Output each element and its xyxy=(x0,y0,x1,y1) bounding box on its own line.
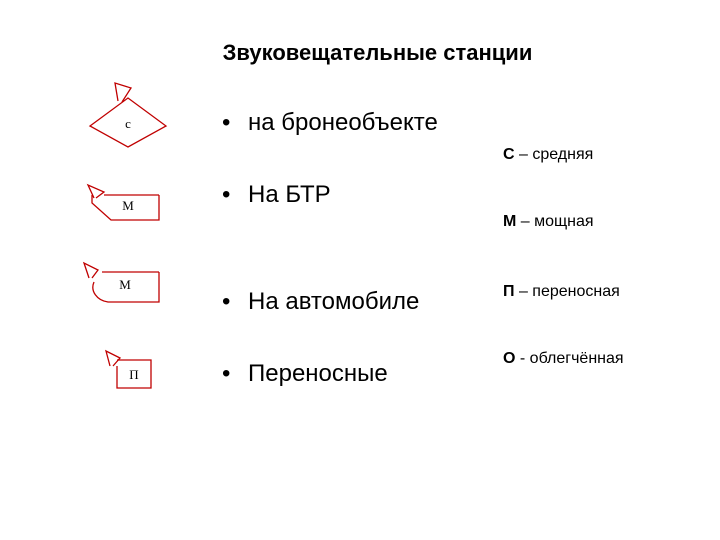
bullet-item-car: • На автомобиле xyxy=(222,288,419,316)
legend-text: – переносная xyxy=(514,283,620,300)
bullet-dot: • xyxy=(222,181,231,208)
bullet-dot: • xyxy=(222,360,231,387)
bullet-item-bronoobject: • на бронеобъекте xyxy=(222,109,438,137)
legend-letter: М xyxy=(503,213,517,230)
bullet-dot: • xyxy=(222,109,231,136)
legend-text: – средняя xyxy=(514,146,594,163)
bullet-item-btr: • На БТР xyxy=(222,181,331,209)
legend-letter: П xyxy=(503,283,515,300)
symbol-bronoobject-label: с xyxy=(125,116,131,131)
legend-item-perenosnaya: П – переносная xyxy=(503,283,620,301)
symbol-portable-label: П xyxy=(129,367,139,382)
legend-letter: С xyxy=(503,146,515,163)
bullet-text: На БТР xyxy=(248,181,331,208)
bullet-dot: • xyxy=(222,288,231,315)
legend-item-oblegchennaya: О - облегчённая xyxy=(503,350,624,368)
bullet-text: Переносные xyxy=(248,360,388,387)
legend-text: – мощная xyxy=(516,213,594,230)
legend-letter: О xyxy=(503,350,516,367)
legend-item-srednyaya: С – средняя xyxy=(503,146,593,164)
bullet-text: на бронеобъекте xyxy=(248,109,438,136)
symbol-car-label: М xyxy=(119,277,131,292)
bullet-item-portable: • Переносные xyxy=(222,360,388,388)
symbol-btr-label: М xyxy=(122,198,134,213)
legend-item-moshchnaya: М – мощная xyxy=(503,213,594,231)
symbol-bronoobject-icon xyxy=(88,82,168,148)
slide-title: Звуковещательные станции xyxy=(222,40,533,65)
bullet-text: На автомобиле xyxy=(248,288,420,315)
legend-text: - облегчённая xyxy=(515,350,624,367)
